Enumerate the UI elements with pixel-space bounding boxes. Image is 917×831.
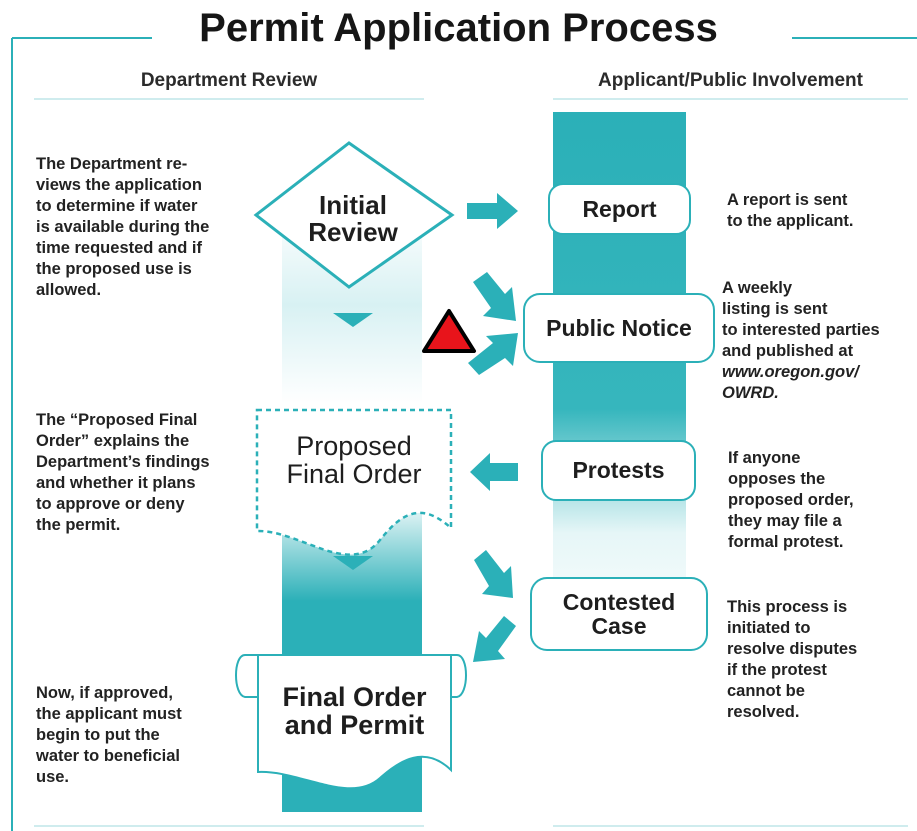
page-title: Permit Application Process: [199, 6, 718, 50]
arrow-up-right-icon: [468, 333, 518, 375]
report-label: Report: [582, 195, 657, 222]
public-notice-box: [523, 293, 715, 363]
arrow-down-right-icon: [474, 550, 513, 598]
protests-box: [541, 440, 696, 501]
arrow-down-right-icon: [473, 272, 516, 321]
public-notice-label: Public Notice: [546, 314, 692, 341]
proposed-final-order-doc: [255, 408, 453, 556]
arrow-right-icon: [467, 193, 518, 229]
owrd-url: OWRD.: [722, 384, 779, 402]
owrd-url: www.oregon.gov/: [722, 363, 859, 381]
arrow-down-left-icon: [473, 616, 516, 662]
final-order-doc: [257, 654, 452, 790]
red-triangle-marker: [422, 309, 476, 353]
frame-left-line: [11, 37, 152, 831]
down-arrow-icon: [333, 313, 373, 327]
report-box: [548, 183, 691, 235]
down-arrow-icon: [333, 556, 373, 570]
initial-review-diamond: [253, 141, 455, 289]
applicant-involvement-header: Applicant/Public Involvement: [598, 70, 863, 91]
protests-label: Protests: [572, 457, 665, 484]
department-review-header: Department Review: [140, 70, 318, 91]
contested-case-box: [530, 577, 708, 651]
arrow-left-icon: [470, 453, 518, 491]
scroll-left-curl: [235, 654, 262, 698]
